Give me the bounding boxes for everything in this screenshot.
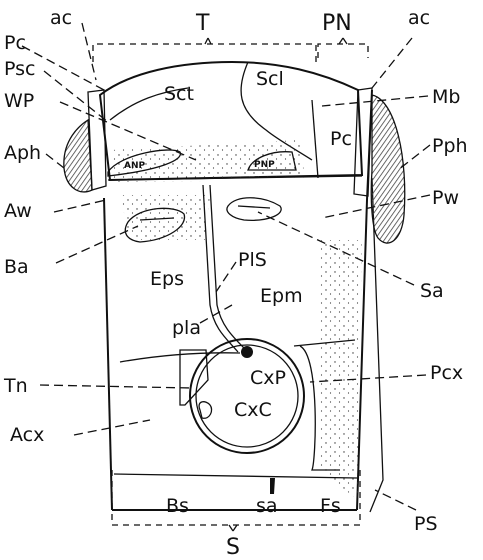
label-pcx: Pcx (430, 362, 463, 384)
leader-lines (22, 23, 430, 510)
label-pnp: PNP (254, 160, 275, 170)
posterior-phragma (371, 95, 405, 243)
label-ac-left: ac (50, 7, 72, 29)
label-sa: Sa (420, 280, 444, 302)
label-t: T (195, 11, 210, 36)
label-pw: Pw (432, 187, 459, 209)
label-wp: WP (4, 90, 34, 112)
labels: ac T PN ac Pc Psc WP Aph Aw Ba Sct Scl P… (3, 7, 468, 560)
label-acx: Acx (10, 424, 44, 446)
label-aw: Aw (4, 200, 32, 222)
label-cxp: CxP (250, 367, 286, 389)
label-pls: PlS (238, 249, 267, 271)
label-ps: PS (414, 513, 438, 535)
label-eps: Eps (150, 268, 184, 290)
pleuron-stipple (318, 240, 362, 500)
label-tn: Tn (3, 375, 28, 397)
label-bs: Bs (166, 495, 189, 517)
label-ac-right: ac (408, 7, 430, 29)
label-pc-inner: Pc (330, 128, 352, 150)
coxal-process (241, 346, 253, 358)
label-s: S (226, 535, 240, 560)
anterior-phragma (64, 120, 92, 192)
label-pla: pla (172, 317, 201, 339)
label-sa-small: sa (256, 495, 278, 517)
label-anp: ANP (124, 161, 145, 171)
label-sct: Sct (164, 83, 194, 105)
label-scl: Scl (256, 68, 284, 90)
label-mb: Mb (432, 86, 460, 108)
label-aph: Aph (4, 142, 41, 164)
bracket-tergum (93, 38, 316, 62)
left-wing-stump (64, 90, 106, 192)
subalare (227, 198, 281, 221)
label-pn: PN (322, 11, 352, 36)
label-epm: Epm (260, 285, 303, 307)
bracket-postnotum (318, 38, 368, 58)
label-pph: Pph (432, 135, 468, 157)
label-fs: Fs (320, 495, 341, 517)
label-psc: Psc (4, 58, 35, 80)
label-cxc: CxC (234, 399, 272, 421)
label-pc-left: Pc (4, 32, 26, 54)
label-ba: Ba (4, 256, 29, 278)
